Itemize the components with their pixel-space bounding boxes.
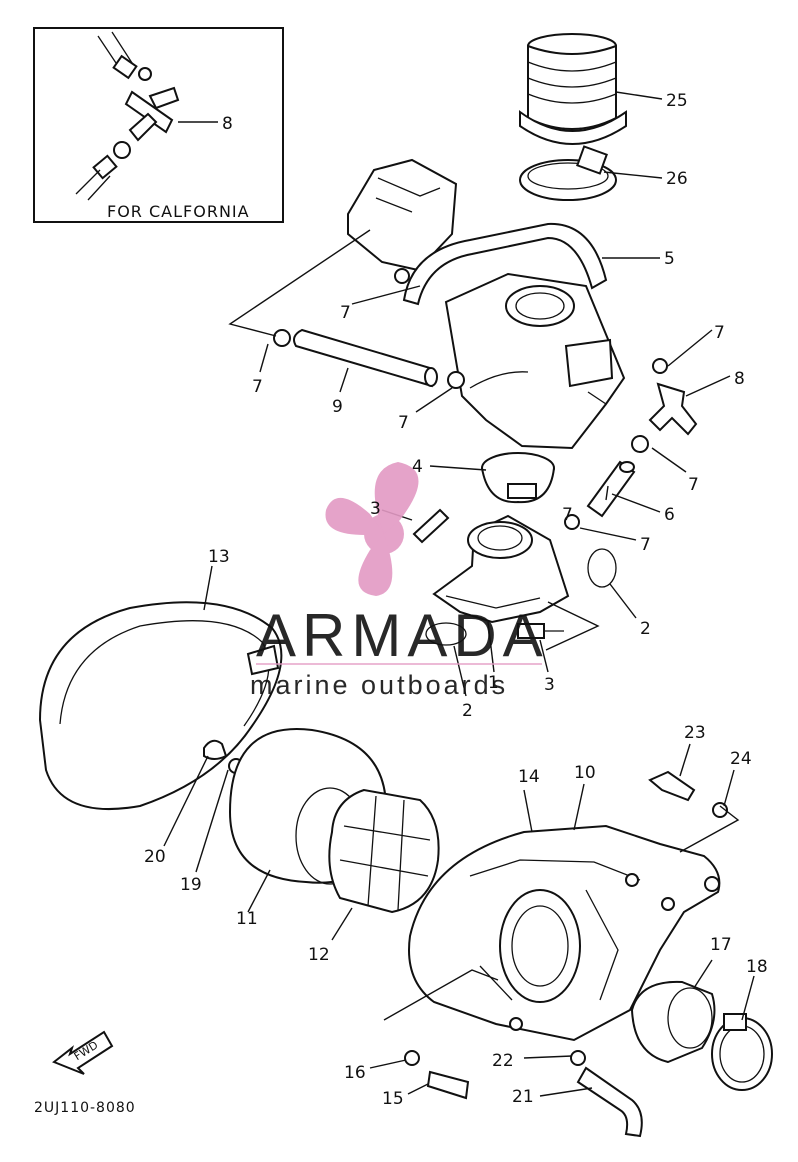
callout-7-d: 7	[398, 413, 409, 433]
inset-hose-joint	[75, 31, 180, 201]
callout-3-b: 3	[544, 675, 555, 695]
callout-15: 15	[382, 1089, 404, 1109]
callout-7-f: 7	[640, 535, 651, 555]
callout-20: 20	[144, 847, 166, 867]
callout-16: 16	[344, 1063, 366, 1083]
part-band-clamp	[519, 145, 617, 201]
callout-10: 10	[574, 763, 596, 783]
california-inset: FOR CALFORNIA 8	[33, 27, 284, 223]
callout-12: 12	[308, 945, 330, 965]
part-long-hose	[293, 328, 438, 388]
callout-2-b: 2	[462, 701, 473, 721]
callout-5: 5	[664, 249, 675, 269]
callout-numbers: 25 26 5 7 7 7 7 8 9 7 7 4 6 3 7 13 2 2 1…	[144, 91, 768, 1109]
part-carburetor	[444, 272, 626, 450]
callout-14: 14	[518, 767, 540, 787]
part-hose-band	[711, 1013, 773, 1091]
part-drain-hose	[570, 1050, 643, 1138]
part-t-joint	[648, 382, 698, 436]
callout-7-g: 7	[562, 505, 573, 525]
part-outlet-joint	[630, 980, 716, 1064]
fwd-arrow-icon: FWD	[52, 1030, 114, 1075]
part-o-rings	[425, 548, 617, 646]
watermark-tagline: marine outboards	[250, 670, 508, 700]
part-air-cleaner-case	[408, 824, 721, 1042]
callout-21: 21	[512, 1087, 534, 1107]
callout-13: 13	[208, 547, 230, 567]
leader-lines	[163, 91, 755, 1097]
inset-frame	[33, 27, 284, 223]
part-crankcase-breather-cover	[347, 158, 458, 272]
callout-7-a: 7	[340, 303, 351, 323]
callout-9: 9	[332, 397, 343, 417]
callout-19: 19	[180, 875, 202, 895]
inset-callout: 8	[222, 114, 233, 134]
inset-caption: FOR CALFORNIA	[107, 202, 250, 221]
drawing-code: 2UJ110-8080	[34, 1100, 136, 1116]
callout-2-a: 2	[640, 619, 651, 639]
callout-22: 22	[492, 1051, 514, 1071]
watermark-brand: ARMADA	[256, 602, 549, 669]
callout-1: 1	[488, 673, 499, 693]
part-joint-clamp	[481, 452, 555, 504]
callout-7-c: 7	[252, 377, 263, 397]
callout-3-a: 3	[370, 499, 381, 519]
callout-11: 11	[236, 909, 258, 929]
part-breather-hose	[402, 222, 608, 306]
callout-26: 26	[666, 169, 688, 189]
callout-7-b: 7	[714, 323, 725, 343]
armada-watermark: ARMADA marine outboards	[250, 462, 549, 700]
callout-24: 24	[730, 749, 752, 769]
propeller-logo-icon	[325, 462, 419, 596]
part-bolts-top	[412, 508, 564, 639]
part-hose-clips	[273, 268, 668, 530]
part-intake-joint	[432, 514, 570, 624]
callout-7-e: 7	[688, 475, 699, 495]
callout-18: 18	[746, 957, 768, 977]
part-filter-cage	[328, 788, 440, 914]
part-bolts-bottom	[404, 770, 728, 1100]
part-intake-cap	[519, 33, 627, 145]
callout-25: 25	[666, 91, 688, 111]
callout-4: 4	[412, 457, 423, 477]
callout-6: 6	[664, 505, 675, 525]
callout-17: 17	[710, 935, 732, 955]
part-short-hose	[586, 460, 636, 518]
callout-8: 8	[734, 369, 745, 389]
callout-23: 23	[684, 723, 706, 743]
